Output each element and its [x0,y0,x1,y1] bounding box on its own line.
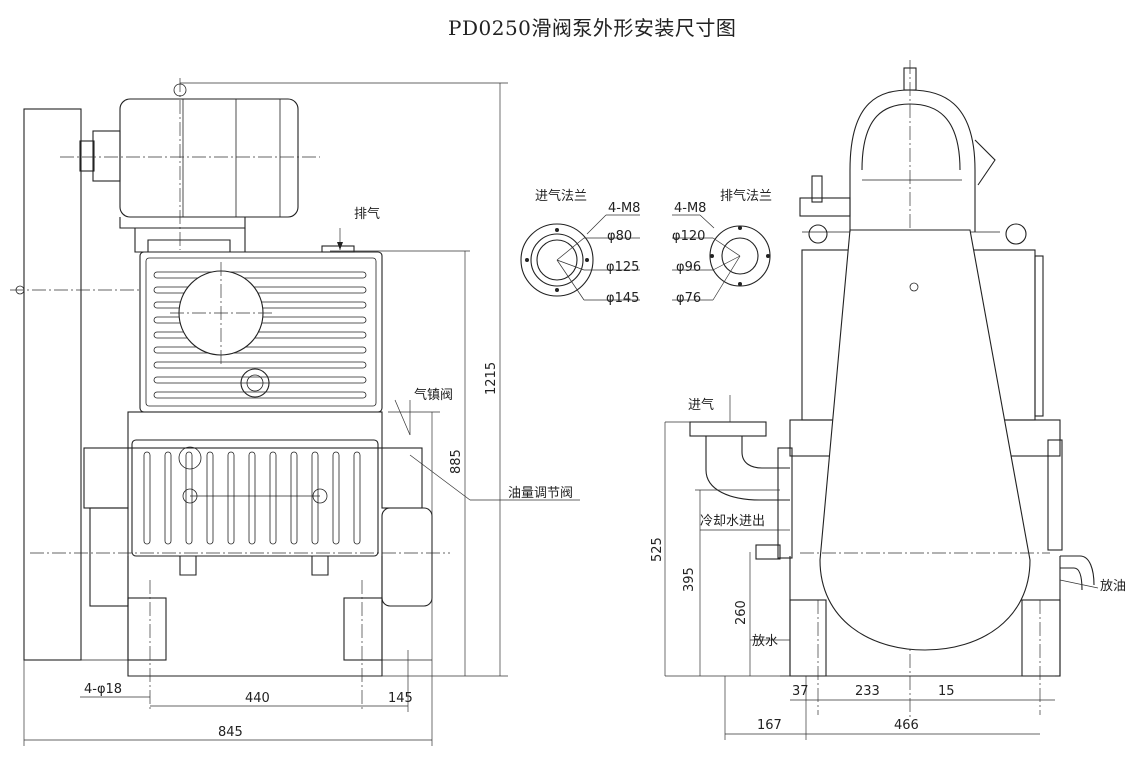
dim-length: 845 [218,725,243,740]
inlet-flange-bolts: 4-M8 [608,201,640,216]
label-inlet-flange: 进气法兰 [535,188,587,204]
inlet-flange-d3: φ145 [606,291,639,306]
exhaust-flange-detail: 排气法兰 4-M8 φ120 φ96 φ76 [672,188,772,306]
dim-w167: 167 [757,718,782,733]
dim-w233: 233 [855,684,880,699]
exhaust-flange-bolts: 4-M8 [674,201,706,216]
exhaust-flange-d2: φ96 [676,260,701,275]
front-dimensions [23,82,580,746]
cooling-fin [153,286,367,294]
cooling-fin [153,376,367,384]
cooling-fin [164,451,172,545]
front-view: 排气 气镇阀 油量调节阀 1215 885 4-φ18 440 145 845 [10,78,580,746]
dim-height-total: 1215 [484,362,499,395]
label-oil-adjust-valve: 油量调节阀 [508,486,573,501]
dim-height-mid: 885 [449,449,464,474]
dim-w466: 466 [894,718,919,733]
drawing-title: PD0250滑阀泵外形安装尺寸图 [448,16,737,40]
cooling-fin [353,451,361,545]
cooling-fin [206,451,214,545]
inlet-flange-d1: φ80 [607,229,632,244]
exhaust-flange-d1: φ120 [672,229,705,244]
dim-offset: 145 [388,691,413,706]
cooling-fin [332,451,340,545]
base [80,556,432,712]
cooling-fin [153,346,367,354]
inlet-flange-detail: 进气法兰 4-M8 φ80 φ125 φ145 [520,188,640,306]
label-exhaust: 排气 [354,206,380,222]
cooling-fin [153,391,367,399]
cooling-fin [269,451,277,545]
cooling-fin [143,451,151,545]
cooling-fin [153,271,367,279]
exhaust-flange-d3: φ76 [676,291,701,306]
label-gas-ballast-valve: 气镇阀 [414,387,453,403]
inlet-flange-d2: φ125 [606,260,639,275]
label-exhaust-flange: 排气法兰 [720,188,772,204]
cooling-fin [185,451,193,545]
cooling-fin [248,451,256,545]
cooling-fin [153,331,367,339]
dim-w37: 37 [792,684,809,699]
cooling-fin [290,451,298,545]
motor [60,78,320,253]
dim-h260: 260 [734,600,749,625]
dim-w15: 15 [938,684,955,699]
side-view: 进气 冷却水进出 放水 放油 525 395 260 37 233 15 167… [650,60,1126,740]
cooling-fin [227,451,235,545]
cooling-fin [311,451,319,545]
upper-body [139,245,383,413]
flywheel-guard [23,108,82,661]
cooling-fin [153,361,367,369]
dim-h525: 525 [650,537,665,562]
dim-h395: 395 [682,567,697,592]
lower-body [30,411,450,607]
label-drain-oil: 放油 [1100,579,1126,594]
label-inlet: 进气 [688,397,714,413]
label-cooling-water: 冷却水进出 [700,514,765,529]
dim-span: 440 [245,691,270,706]
dim-foot-holes: 4-φ18 [84,682,122,697]
label-drain-water: 放水 [752,634,778,649]
